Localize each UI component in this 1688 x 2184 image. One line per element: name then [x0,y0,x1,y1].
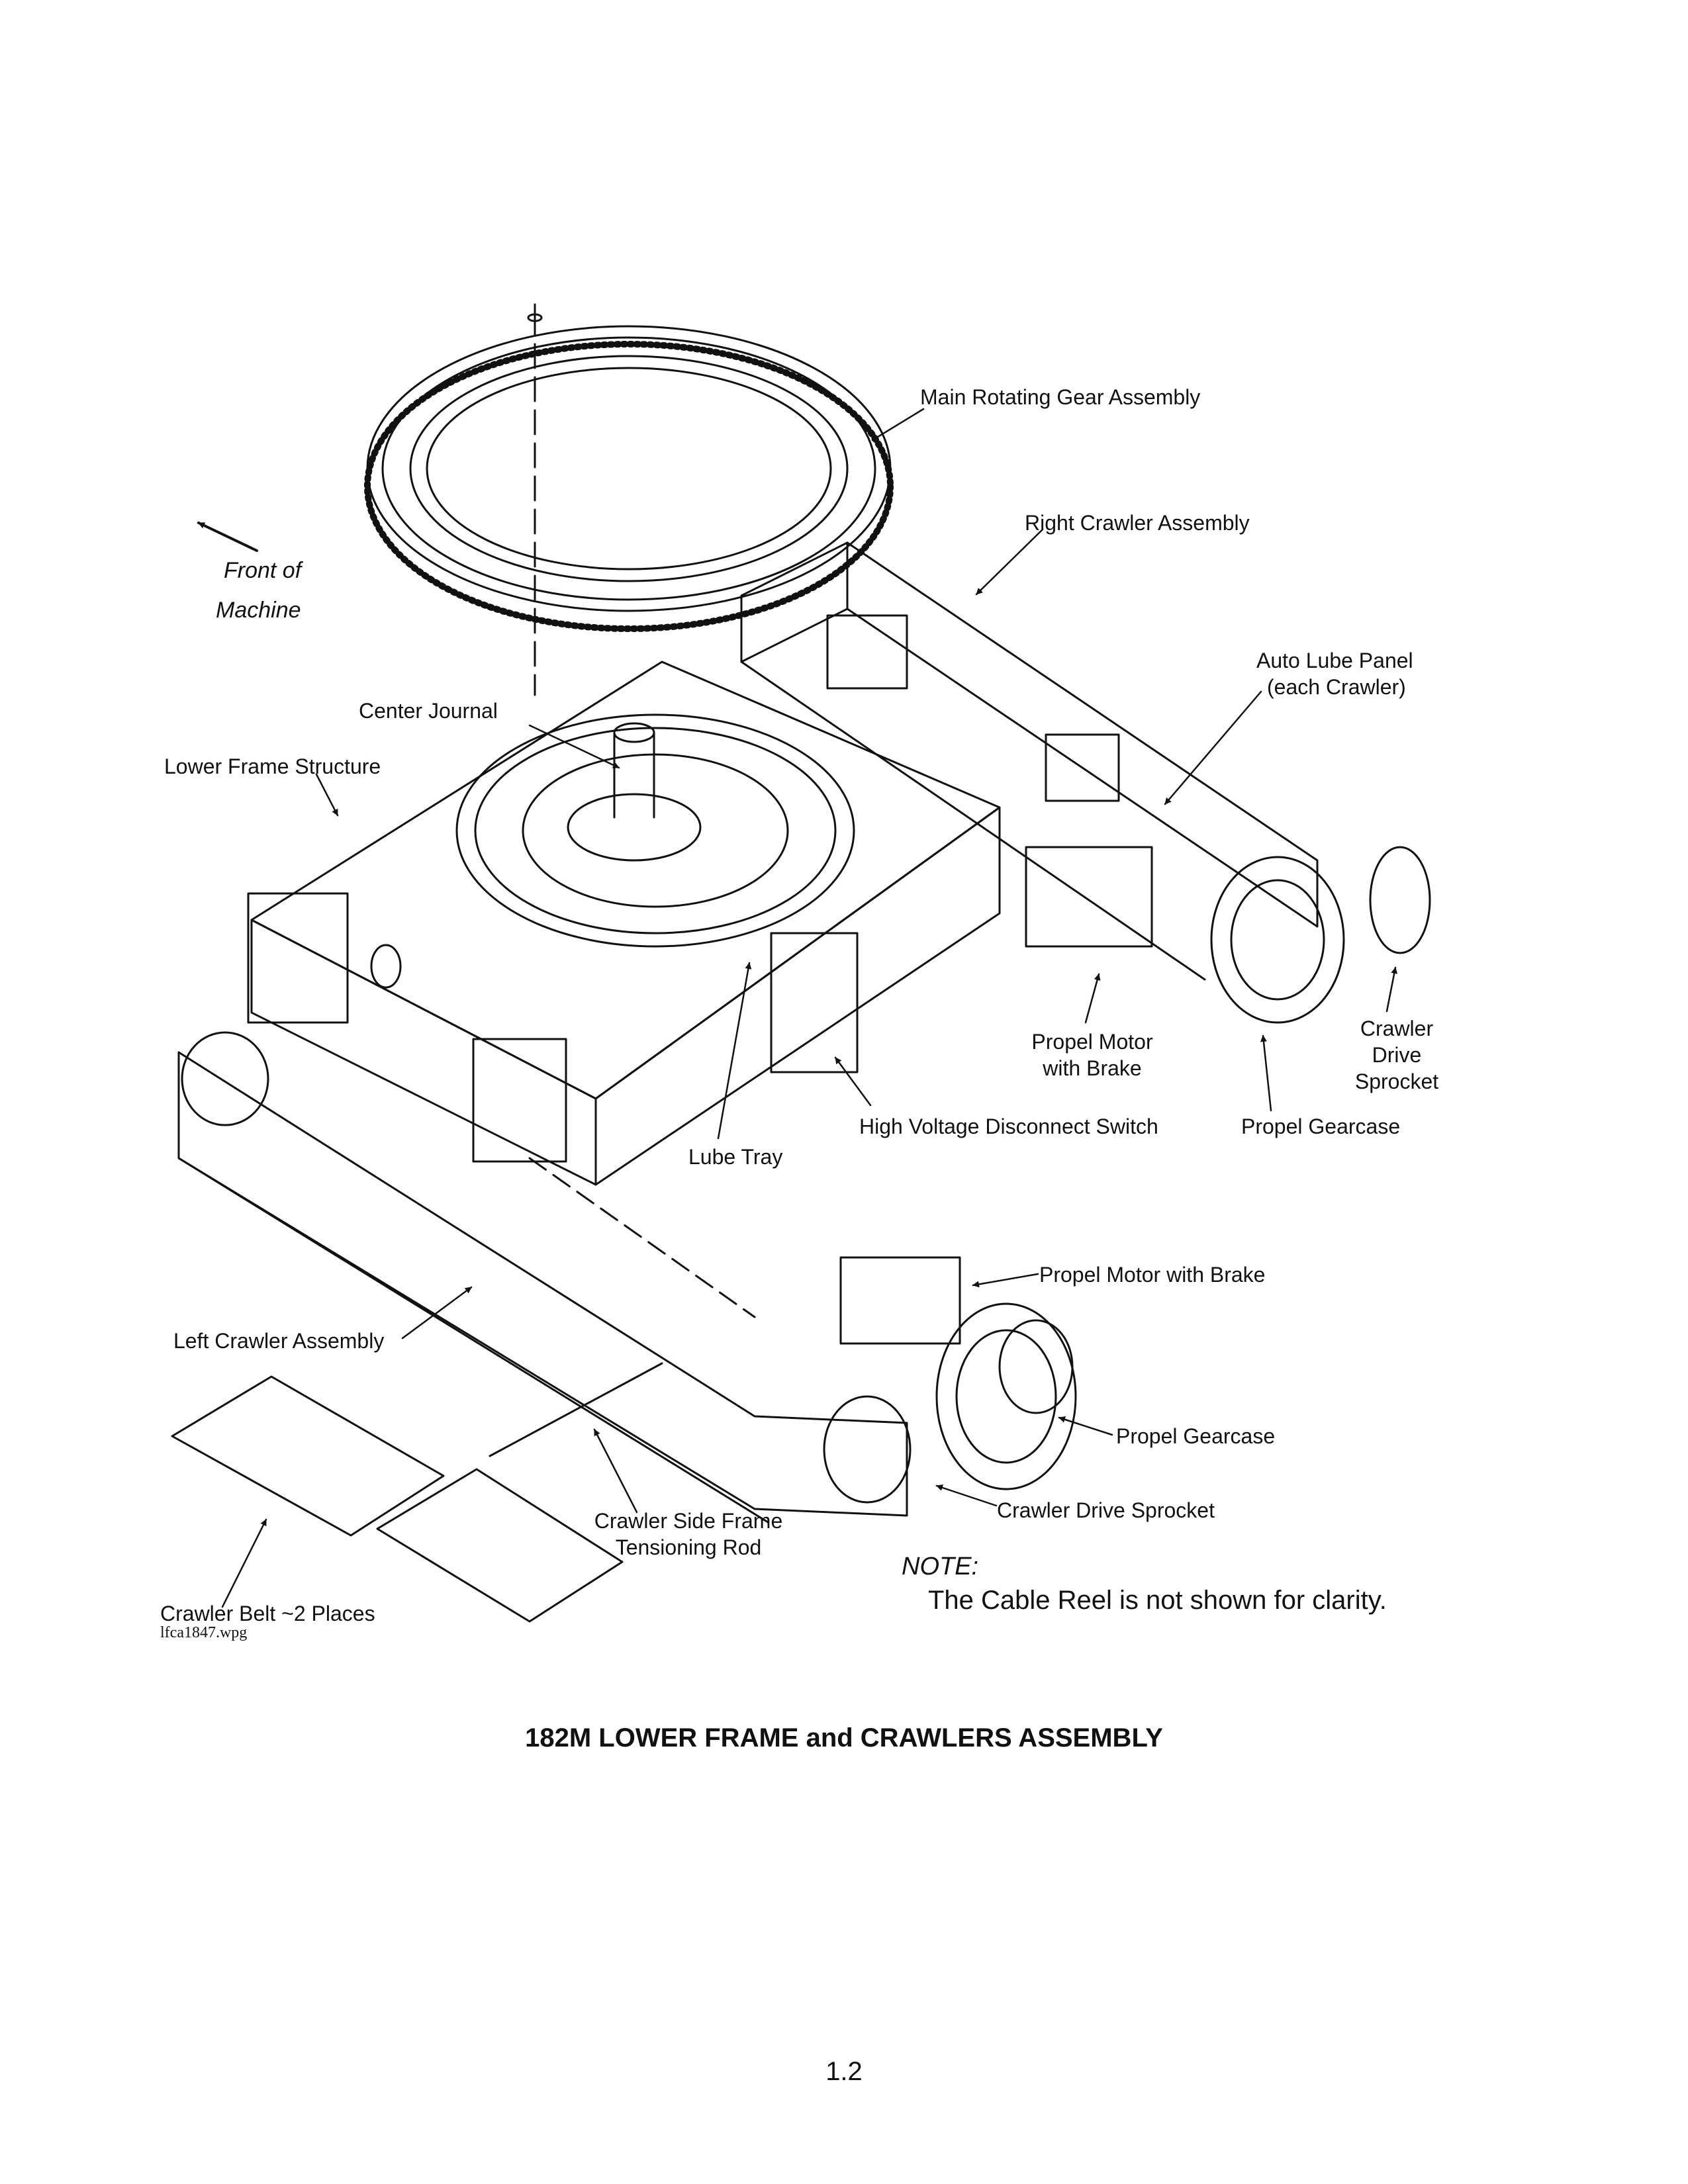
crawler-belt-illustration [171,1375,624,1623]
leader-crawler-belt [221,1518,267,1608]
leader-center-journal [528,724,620,769]
front-of-machine-label-2: Machine [216,598,301,623]
left-crawler-dash [528,1157,756,1318]
page-number: 1.2 [825,2057,863,2086]
leader-left-crawler [401,1286,473,1340]
label-lower-frame: Lower Frame Structure [164,754,381,778]
file-reference: lfca1847.wpg [160,1624,248,1641]
label-propel-motor-bottom: Propel Motor with Brake [1039,1263,1266,1287]
label-propel-motor-top-1: Propel Motor [1031,1030,1153,1054]
leader-lube-tray [717,962,752,1140]
leader-main-gear [871,408,925,441]
figure-title: 182M LOWER FRAME and CRAWLERS ASSEMBLY [525,1723,1163,1752]
label-propel-gearcase-bottom: Propel Gearcase [1116,1424,1276,1448]
label-right-crawler: Right Crawler Assembly [1025,511,1250,535]
label-crawler-belt: Crawler Belt ~2 Places [160,1602,375,1625]
leader-propel-gearcase-top [1260,1034,1272,1112]
main-rotating-gear [364,325,894,632]
label-high-voltage-switch: High Voltage Disconnect Switch [859,1115,1158,1138]
leader-crawler-drive-top [1385,966,1398,1013]
left-crawler-assembly [177,1031,1077,1524]
label-auto-lube-1: Auto Lube Panel [1256,649,1413,672]
leader-auto-lube [1164,690,1262,805]
leader-tension-rod [593,1428,638,1514]
leader-lower-frame [315,773,339,817]
leader-high-voltage [834,1056,872,1107]
leader-right-crawler [975,528,1044,596]
leader-propel-motor-bottom [972,1273,1039,1288]
label-left-crawler: Left Crawler Assembly [173,1329,385,1353]
lower-frame-structure [247,660,1001,1186]
label-main-rotating-gear: Main Rotating Gear Assembly [920,385,1201,409]
note-heading: NOTE: [902,1553,979,1580]
leader-propel-motor-top [1084,973,1101,1024]
tension-rod [489,1362,663,1457]
leader-propel-gearcase-bottom [1058,1416,1113,1436]
label-tension-rod-2: Tensioning Rod [615,1535,762,1559]
label-center-journal: Center Journal [359,699,498,723]
label-crawler-drive-top-2: Drive [1372,1043,1422,1067]
label-auto-lube-2: (each Crawler) [1267,675,1406,699]
center-journal [567,722,702,862]
label-propel-motor-top-2: with Brake [1043,1056,1142,1080]
label-tension-rod-1: Crawler Side Frame [594,1509,783,1533]
label-crawler-drive-top-3: Sprocket [1354,1069,1439,1093]
front-arrow [197,522,258,552]
label-crawler-drive-top-1: Crawler [1360,1017,1434,1040]
gear-bolt [527,303,543,331]
leader-crawler-drive-bottom [935,1484,998,1507]
label-propel-gearcase-top: Propel Gearcase [1241,1115,1401,1138]
right-crawler-assembly [740,541,1431,1024]
front-of-machine-label-1: Front of [224,558,302,583]
note-body: The Cable Reel is not shown for clarity. [928,1586,1387,1615]
label-crawler-drive-bottom: Crawler Drive Sprocket [997,1498,1215,1522]
label-lube-tray: Lube Tray [688,1145,783,1169]
